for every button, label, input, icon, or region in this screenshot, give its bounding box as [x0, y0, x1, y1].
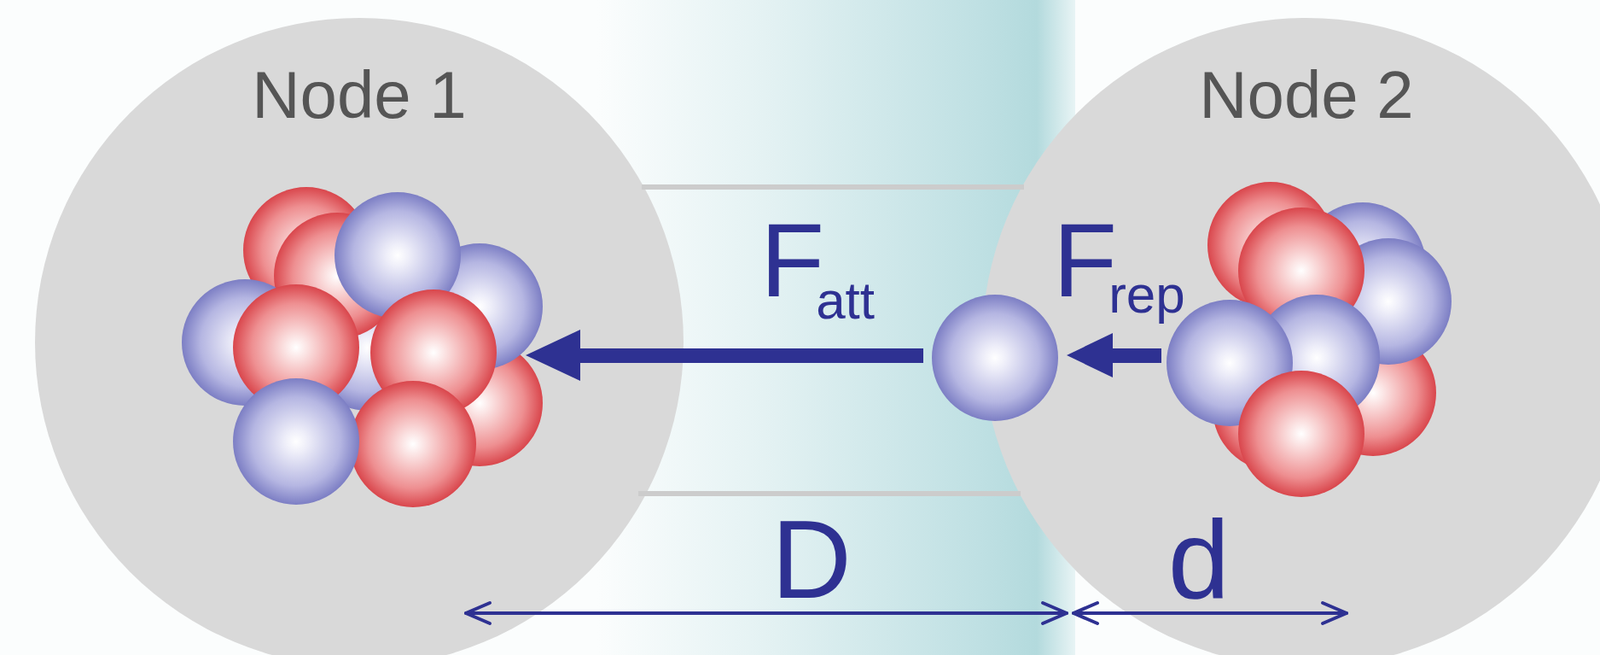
free-particle	[931, 294, 1059, 421]
force-symbol: F	[760, 207, 825, 313]
force-subscript: rep	[1108, 267, 1186, 321]
node-title: Node 2	[1198, 61, 1414, 128]
dimension-label: D	[771, 503, 852, 615]
force-subscript: att	[815, 273, 875, 327]
node-title: Node 1	[251, 61, 467, 128]
force-symbol: F	[1053, 207, 1118, 313]
dimension-label: d	[1168, 503, 1230, 615]
